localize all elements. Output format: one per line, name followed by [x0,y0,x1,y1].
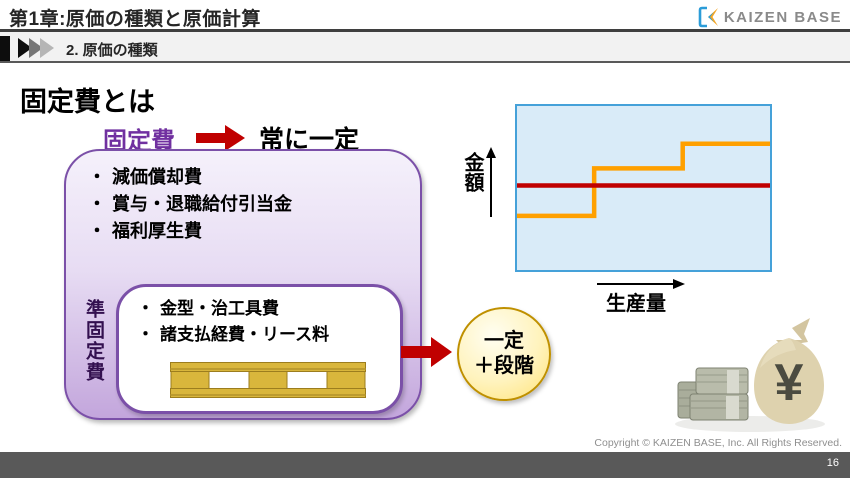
kaizen-base-logo: KAIZEN BASE [697,5,842,29]
page-number: 16 [826,457,839,469]
result-circle-line1: 一定 [484,330,524,352]
footer-bar [0,452,850,478]
chart-y-axis-label: 金額 [461,152,483,192]
fixed-cost-list: 減価償却費 賞与・退職給付引当金 福利厚生費 [88,164,292,245]
section-label: 2. 原価の種類 [66,42,158,59]
list-item: 福利厚生費 [88,218,292,245]
header-divider [0,29,850,32]
page-header-title: 第1章:原価の種類と原価計算 [9,9,261,30]
cost-chart-lines [517,106,770,270]
pallet-illustration [170,362,366,398]
section-band-edge [0,36,10,61]
chart-x-axis-label: 生産量 [606,293,666,315]
list-item: 諸支払経費・リース料 [137,322,329,348]
money-bag: ¥ [754,318,824,424]
page-title: 固定費とは [20,87,155,117]
money-bag-illustration: ¥ [675,318,825,432]
list-item: 金型・治工具費 [137,296,329,322]
semi-fixed-vertical-label: 準固定費 [83,299,104,383]
result-circle: 一定 ＋段階 [457,307,551,401]
red-arrow-icon [196,125,245,151]
right-axis-arrow-icon [597,279,685,289]
section-band: 2. 原価の種類 [0,32,850,63]
chart-series-line [517,144,770,216]
kaizen-base-logo-text: KAIZEN BASE [723,8,842,26]
semi-fixed-list: 金型・治工具費 諸支払経費・リース料 [137,296,329,348]
cost-chart [515,104,772,272]
red-arrow-icon [401,337,452,367]
svg-text:¥: ¥ [775,354,804,412]
list-item: 賞与・退職給付引当金 [88,191,292,218]
copyright-text: Copyright © KAIZEN BASE, Inc. All Rights… [594,437,842,449]
list-item: 減価償却費 [88,164,292,191]
result-circle-line2: ＋段階 [474,355,534,377]
up-axis-arrow-icon [486,147,496,217]
triple-chevron-icon [18,38,54,58]
banknote-stacks [677,367,749,421]
kaizen-base-logo-icon [698,6,718,28]
